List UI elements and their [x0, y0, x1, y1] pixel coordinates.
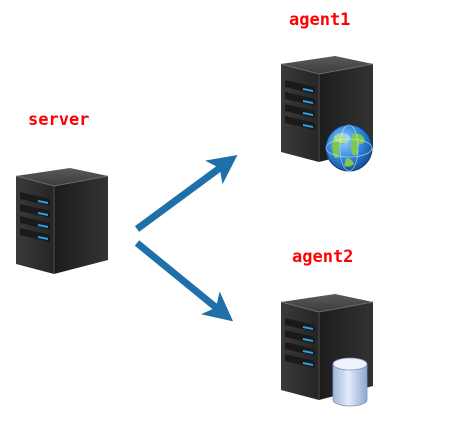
edge-server-agent2 [134, 240, 234, 322]
arrow-icon [134, 155, 238, 232]
agent1-label: agent1 [289, 10, 351, 30]
database-cylinder-icon [332, 357, 368, 407]
arrow-icon [134, 240, 234, 322]
edge-server-agent1 [134, 155, 238, 232]
server-label: server [28, 110, 90, 130]
server-tower-icon [15, 167, 109, 275]
node-server [15, 167, 109, 275]
globe-icon [325, 124, 373, 172]
agent2-label: agent2 [292, 247, 354, 267]
node-agent1 [280, 55, 374, 172]
node-agent2 [280, 293, 374, 407]
